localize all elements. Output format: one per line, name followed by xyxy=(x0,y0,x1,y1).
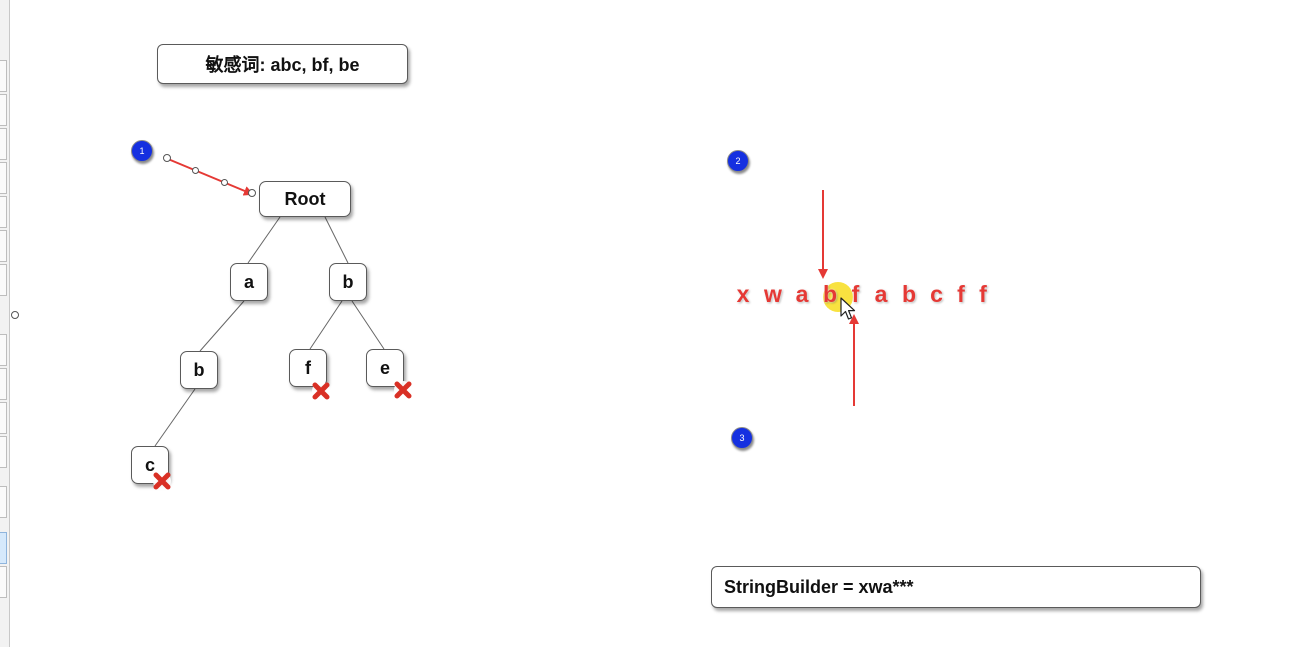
step-badge: 3 xyxy=(731,427,753,449)
char: f xyxy=(979,281,987,307)
mouse-cursor-icon xyxy=(840,297,856,320)
input-character-sequence: x w a b f a b c f f xyxy=(728,281,994,311)
tree-node-bf[interactable]: f xyxy=(289,349,327,387)
side-tab[interactable] xyxy=(0,60,7,92)
arrow-handle[interactable] xyxy=(221,179,228,186)
side-tab[interactable] xyxy=(0,162,7,194)
char: w xyxy=(764,281,782,307)
side-tab[interactable] xyxy=(0,402,7,434)
side-tab[interactable] xyxy=(0,230,7,262)
char: c xyxy=(930,281,943,307)
arrow-handle[interactable] xyxy=(192,167,199,174)
string-builder-text: StringBuilder = xwa*** xyxy=(724,576,914,597)
tree-node-root[interactable]: Root xyxy=(259,181,351,217)
side-tab[interactable] xyxy=(0,566,7,598)
delete-x-icon xyxy=(312,382,330,400)
step-badge: 2 xyxy=(727,150,749,172)
side-tab[interactable] xyxy=(0,94,7,126)
tree-edge xyxy=(154,388,196,447)
tree-node-b[interactable]: b xyxy=(329,263,367,301)
side-tab[interactable] xyxy=(0,264,7,296)
tree-node-ab[interactable]: b xyxy=(180,351,218,389)
tree-edge xyxy=(351,300,385,350)
selected-arrow xyxy=(167,158,254,196)
char: x xyxy=(736,281,750,307)
panel-resize-handle[interactable] xyxy=(11,311,19,319)
char: a xyxy=(795,281,809,307)
tree-edge xyxy=(247,216,281,264)
tree-node-be[interactable]: e xyxy=(366,349,404,387)
char-current: b xyxy=(822,281,838,307)
char: f xyxy=(851,281,860,307)
side-tab[interactable] xyxy=(0,486,7,518)
delete-x-icon xyxy=(153,472,171,490)
side-tab[interactable] xyxy=(0,436,7,468)
left-side-panel xyxy=(0,0,10,647)
tree-edge xyxy=(309,300,343,350)
char: b xyxy=(901,281,917,307)
side-tab[interactable] xyxy=(0,368,7,400)
title-text: 敏感词: abc, bf, be xyxy=(205,55,360,75)
char: a xyxy=(874,281,888,307)
sensitive-words-title: 敏感词: abc, bf, be xyxy=(157,44,408,84)
side-tab-active[interactable] xyxy=(0,532,7,564)
delete-x-icon xyxy=(394,381,412,399)
tree-edge xyxy=(324,216,349,264)
char: f xyxy=(957,281,965,307)
step-badge: 1 xyxy=(131,140,153,162)
arrow-handle[interactable] xyxy=(248,189,256,197)
string-builder-box: StringBuilder = xwa*** xyxy=(711,566,1201,608)
side-tab[interactable] xyxy=(0,128,7,160)
tree-edge xyxy=(199,300,245,352)
tree-node-a[interactable]: a xyxy=(230,263,268,301)
arrow-handle[interactable] xyxy=(163,154,171,162)
side-tab[interactable] xyxy=(0,334,7,366)
side-tab[interactable] xyxy=(0,196,7,228)
